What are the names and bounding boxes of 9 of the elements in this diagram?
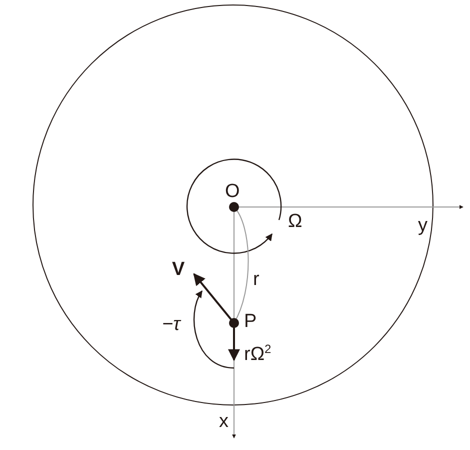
axis-label: y [418,216,428,235]
axis-label: x [219,412,228,431]
angular-velocity-label: Ω [288,212,302,231]
point-label: O [225,182,240,201]
vector-label: rΩ$^{2}$ [244,343,272,364]
torque-label: −τ [162,315,180,334]
point-label: P [244,312,257,331]
vector-label: V [172,260,185,279]
radius-label: r [253,270,260,289]
